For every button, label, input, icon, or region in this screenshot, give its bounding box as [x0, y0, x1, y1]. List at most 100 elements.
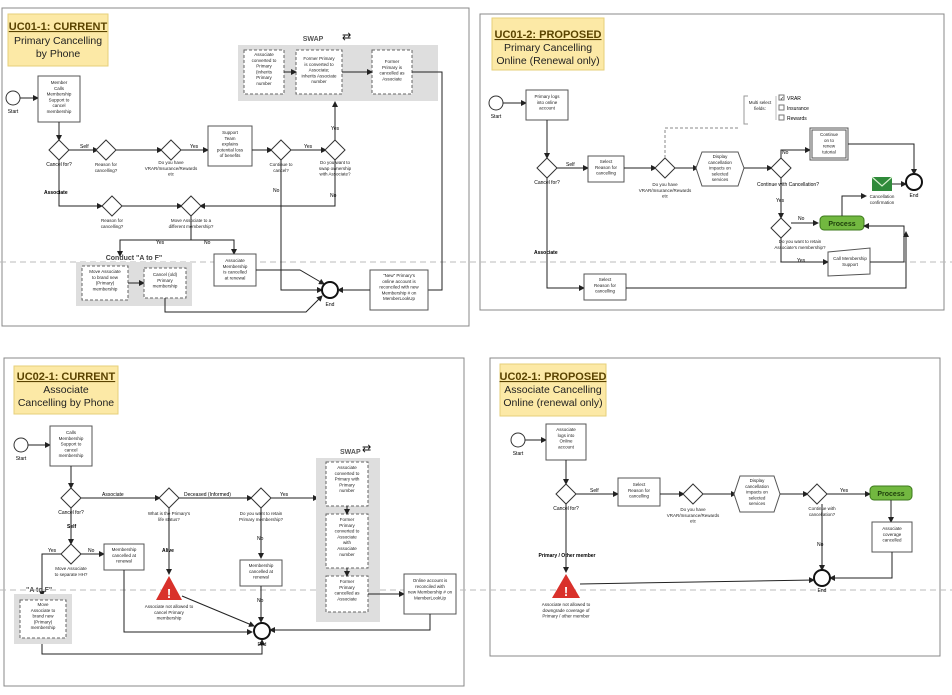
svg-text:Online (Renewal only): Online (Renewal only) [496, 55, 599, 67]
step-text-line: converted to [252, 58, 277, 63]
step-text-line: is cancelled [223, 270, 247, 275]
step-text-line: membership [47, 109, 72, 114]
continue-decision [806, 483, 828, 505]
step-text-line: with [343, 540, 351, 545]
step-text-line: Display [750, 478, 766, 483]
step-text-line: downgrade coverage of [542, 608, 590, 613]
step-text-line: Online account is [413, 578, 448, 583]
svg-text:No: No [257, 536, 264, 542]
step-text-line: account [539, 106, 556, 111]
svg-text:!: ! [167, 586, 171, 601]
continue-decision [770, 157, 792, 179]
svg-text:Cancelling by Phone: Cancelling by Phone [18, 397, 114, 409]
move-decision [180, 195, 202, 217]
svg-text:Self: Self [590, 488, 599, 494]
step-text-line: Continue [820, 132, 839, 137]
svg-text:Associate: Associate [44, 190, 68, 196]
online-reconciled-step [403, 573, 457, 615]
svg-text:Associate: Associate [43, 384, 89, 396]
step-text-line: converted to [335, 529, 360, 534]
svg-text:UC01-2: PROPOSED: UC01-2: PROPOSED [495, 29, 602, 41]
step-text-line: cancelling [595, 289, 616, 294]
step-text-line: Support [842, 262, 859, 267]
svg-text:Start: Start [491, 114, 502, 120]
step-text-line: membership [93, 286, 118, 291]
step-text-line: Primary [157, 278, 173, 283]
step-text-line: Cancellation [870, 194, 895, 199]
end-node [813, 569, 831, 587]
step-text-line: account [558, 444, 575, 449]
step-text-line: reconciled with new [379, 285, 419, 290]
step-text-line: cancelled at [112, 553, 137, 558]
step-text-line: of benefits [220, 153, 242, 158]
retain-decision [250, 487, 272, 509]
step-text-line: Associate not allowed to [542, 602, 591, 607]
step-text-line: reconciled with [415, 584, 445, 589]
title-note [491, 17, 605, 71]
step-text-line: Do you have [158, 160, 184, 165]
step-text-line: Calls [66, 430, 77, 435]
svg-text:No: No [88, 548, 95, 554]
step-text-line: cancelling [629, 494, 650, 499]
have-decision [654, 157, 676, 179]
step-text-line: VRAR/Insurance/Rewards [145, 166, 198, 171]
step-text-line: impacts on [709, 166, 731, 171]
step-text-line: cancellation [745, 484, 769, 489]
svg-text:Start: Start [513, 451, 524, 457]
step-text-line: Support to [61, 442, 82, 447]
start-node [13, 437, 29, 453]
calls-step [49, 425, 93, 467]
step-text-line: Online [559, 439, 573, 444]
svg-text:Primary Cancelling: Primary Cancelling [504, 42, 592, 54]
warning-icon: ! [156, 576, 182, 601]
step-text-line: Associate [382, 76, 402, 81]
reason2-decision [101, 195, 123, 217]
step-text-line: Call Membership [833, 256, 867, 261]
svg-text:Yes: Yes [190, 144, 199, 150]
step-text-line: Reason for [628, 488, 651, 493]
continue-decision [270, 139, 292, 161]
step-text-line: Associate [337, 465, 357, 470]
move-sep-decision [60, 543, 82, 565]
step-text-line: online account is [382, 279, 416, 284]
step-text-line: Display [713, 154, 729, 159]
step-text-line: Primary [339, 482, 355, 487]
step-text-line: Primary [256, 64, 272, 69]
title-line-1: Primary Cancelling [14, 35, 102, 47]
step-text-line: renewal [116, 559, 132, 564]
step-text-line: tutorial [822, 149, 836, 154]
step-text-line: number [339, 552, 355, 557]
step-text-line: Move Associate [89, 269, 121, 274]
reason-decision [95, 139, 117, 161]
step-text-line: Associate [337, 534, 357, 539]
svg-text:Process: Process [828, 221, 855, 228]
select-reason2-step [583, 273, 627, 301]
svg-text:Yes: Yes [156, 240, 165, 246]
swap-decision [324, 139, 346, 161]
retain-decision [770, 217, 792, 239]
step-text-line: Reason for [594, 283, 617, 288]
step-text-line: Select [599, 277, 612, 282]
step-text-line: number [339, 488, 355, 493]
select-reason-step [587, 155, 625, 183]
svg-text:✓: ✓ [780, 96, 784, 102]
